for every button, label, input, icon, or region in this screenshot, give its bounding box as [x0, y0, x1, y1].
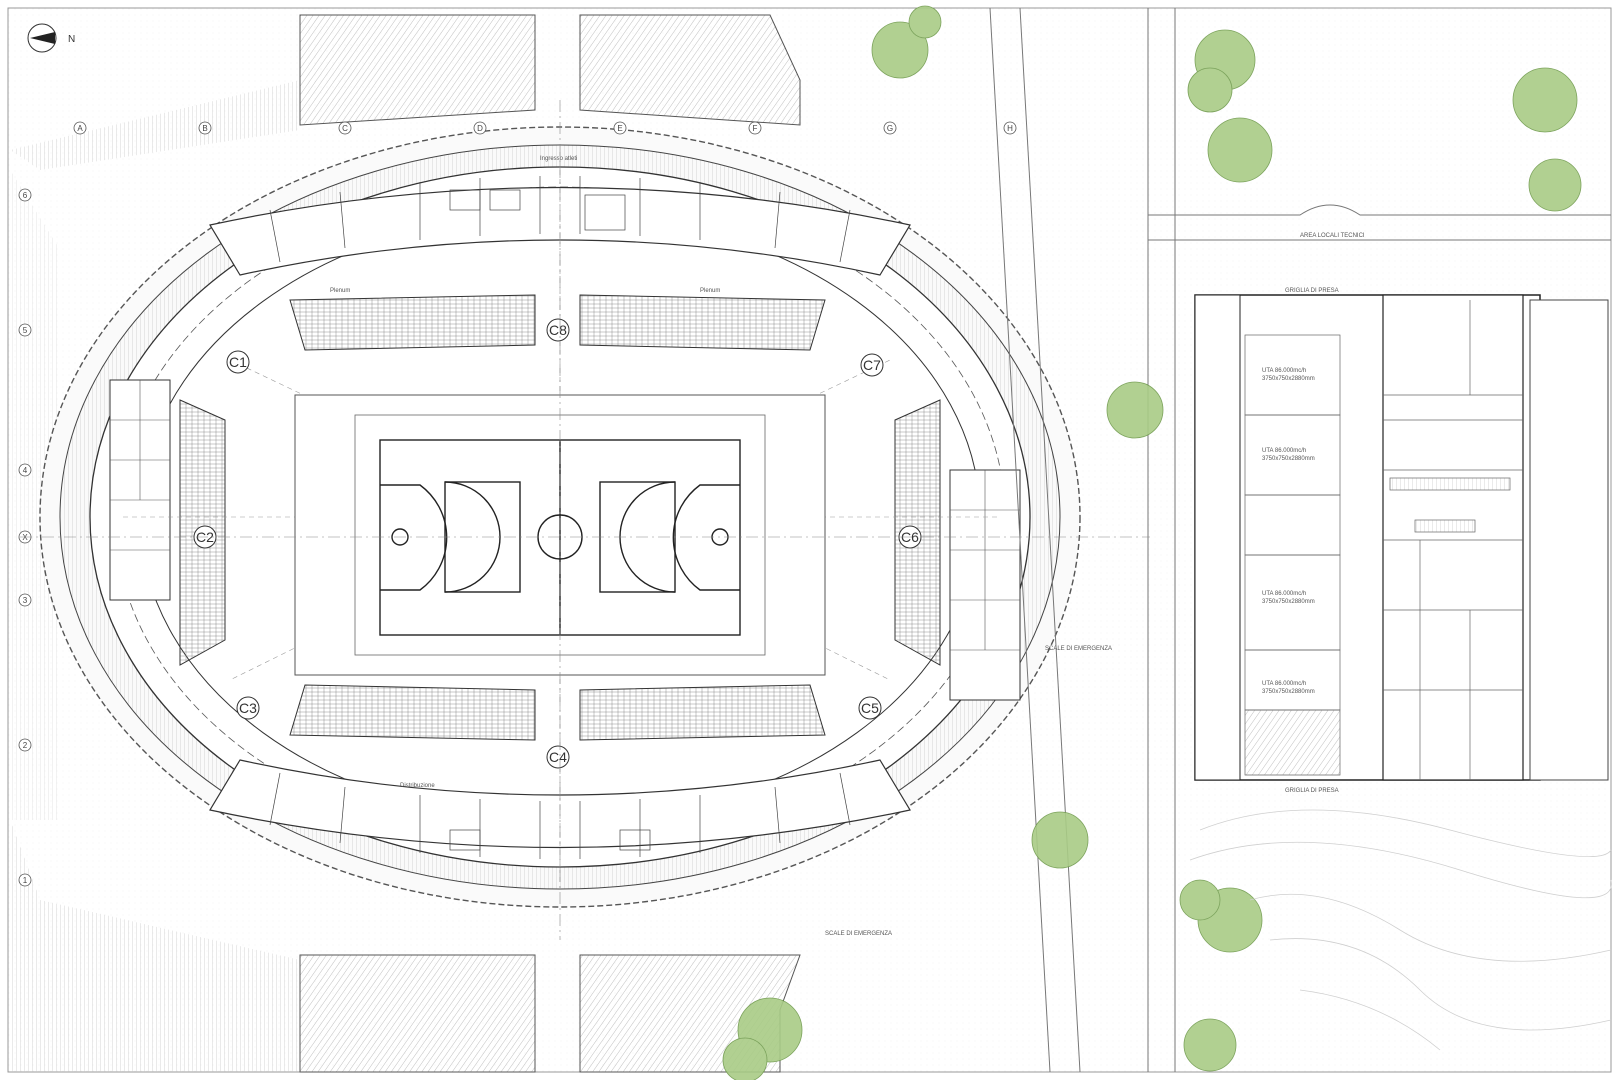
plenum-label: Plenum: [330, 288, 350, 294]
room-partitions-right: [950, 470, 1020, 651]
technical-building: UTA 86.000mc/h 3750x750x2880mm UTA 86.00…: [1194, 288, 1609, 794]
zone-marker-c8: C8: [546, 318, 570, 342]
room-partitions-left: [110, 380, 170, 551]
uta-dim-label: 3750x750x2880mm: [1262, 689, 1315, 695]
svg-text:C7: C7: [863, 357, 881, 373]
hatched-ground: [10, 820, 300, 1072]
uta-dim-label: 3750x750x2880mm: [1262, 599, 1315, 605]
svg-text:C1: C1: [229, 354, 247, 370]
seating-stand-top-right: [579, 294, 826, 351]
svg-text:6: 6: [23, 191, 28, 200]
uta-dim-label: 3750x750x2880mm: [1262, 376, 1315, 382]
svg-text:C5: C5: [861, 700, 879, 716]
griglia-label: GRIGLIA DI PRESA: [1285, 788, 1339, 794]
zone-markers: C1 C2 C3 C4 C5 C6 C7 C8: [193, 318, 922, 769]
plenum-label: Plenum: [700, 288, 720, 294]
svg-text:C4: C4: [549, 749, 567, 765]
grid-row-marker: 5: [18, 323, 32, 337]
grid-row-marker: 2: [18, 738, 32, 752]
room-partitions-bottom: [269, 772, 851, 859]
trees: [722, 5, 1582, 1080]
zone-marker-c5: C5: [858, 696, 882, 720]
griglia-label: GRIGLIA DI PRESA: [1285, 288, 1339, 294]
grid-column-marker: G: [883, 121, 897, 135]
svg-text:N: N: [68, 34, 75, 45]
svg-text:F: F: [753, 124, 758, 133]
grid-column-marker: D: [473, 121, 487, 135]
grid-columns: A B C D E F G H: [73, 121, 1017, 135]
svg-text:C8: C8: [549, 322, 567, 338]
zone-marker-c4: C4: [546, 745, 570, 769]
zone-marker-c1: C1: [226, 350, 250, 374]
svg-text:G: G: [887, 124, 893, 133]
svg-text:5: 5: [23, 326, 28, 335]
grid-row-marker: 4: [18, 463, 32, 477]
emergency-label: SCALE DI EMERGENZA: [825, 931, 892, 937]
seating-stand-bottom-right: [579, 684, 826, 741]
svg-text:C3: C3: [239, 700, 257, 716]
uta-label: UTA 86.000mc/h: [1262, 368, 1306, 374]
rooms-band-bottom: [209, 759, 911, 849]
contour-lines: [1189, 809, 1612, 1051]
grid-column-marker: F: [748, 121, 762, 135]
svg-text:4: 4: [23, 466, 28, 475]
zone-marker-c3: C3: [236, 696, 260, 720]
svg-text:D: D: [477, 124, 483, 133]
uta-label: UTA 86.000mc/h: [1262, 591, 1306, 597]
rooms-band-top: [209, 186, 911, 276]
area-tecnica-label: AREA LOCALI TECNICI: [1300, 233, 1365, 239]
uta-label: UTA 86.000mc/h: [1262, 681, 1306, 687]
svg-text:C: C: [342, 124, 348, 133]
hatched-block-top-left: [299, 14, 536, 126]
svg-text:H: H: [1007, 124, 1013, 133]
hatched-block-bottom-left: [299, 954, 536, 1073]
grid-column-marker: C: [338, 121, 352, 135]
svg-text:A: A: [77, 124, 83, 133]
grid-row-marker: 1: [18, 873, 32, 887]
hatched-block-top-right: [579, 14, 801, 126]
ingresso-label: Ingresso atleti: [540, 156, 577, 162]
roads: [989, 7, 1611, 1073]
svg-text:B: B: [202, 124, 207, 133]
svg-text:X: X: [22, 533, 28, 542]
grid-row-marker: 6: [18, 188, 32, 202]
svg-text:2: 2: [23, 741, 28, 750]
seating-stand-bottom-left: [289, 684, 536, 741]
uta-dim-label: 3750x750x2880mm: [1262, 456, 1315, 462]
grid-column-marker: H: [1003, 121, 1017, 135]
svg-text:3: 3: [23, 596, 28, 605]
grid-rows: 6 5 4X 3 2 1: [18, 188, 32, 887]
north-arrow-icon: N: [27, 23, 75, 53]
grid-column-marker: A: [73, 121, 87, 135]
grid-column-marker: E: [613, 121, 627, 135]
uta-label: UTA 86.000mc/h: [1262, 448, 1306, 454]
distribuzione-label: Distribuzione: [400, 783, 435, 789]
grid-row-marker: 3: [18, 593, 32, 607]
svg-text:E: E: [617, 124, 622, 133]
emergency-label: SCALE DI EMERGENZA: [1045, 646, 1112, 652]
room-partitions-top: [269, 176, 851, 263]
zone-marker-c7: C7: [860, 353, 884, 377]
seating-stand-top-left: [289, 294, 536, 351]
grid-column-marker: B: [198, 121, 212, 135]
hatched-ground: [10, 80, 300, 170]
svg-text:1: 1: [23, 876, 28, 885]
